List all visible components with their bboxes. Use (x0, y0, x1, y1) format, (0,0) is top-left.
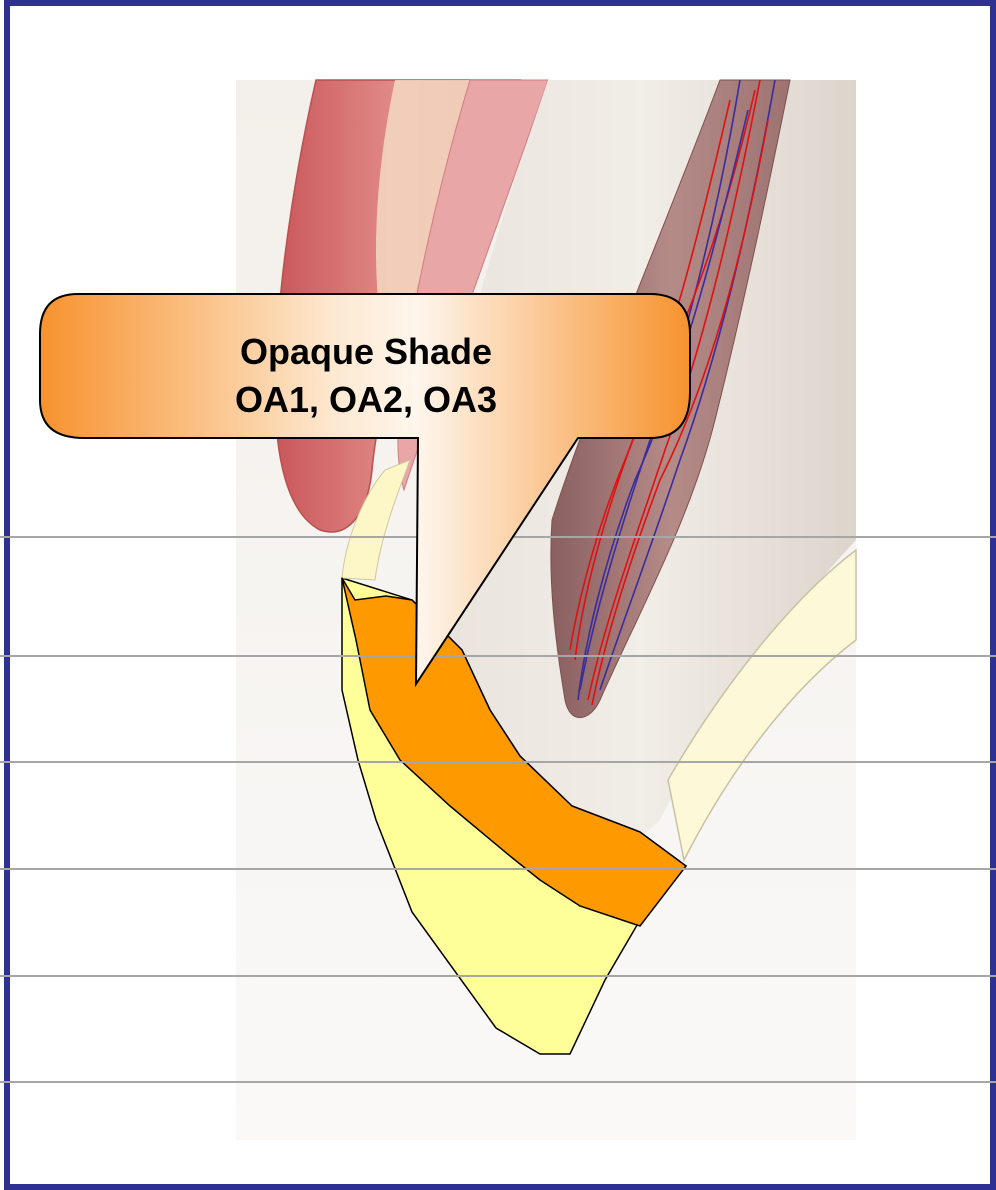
callout-line-2: OA1, OA2, OA3 (235, 379, 497, 420)
callout-line-1: Opaque Shade (240, 331, 492, 372)
